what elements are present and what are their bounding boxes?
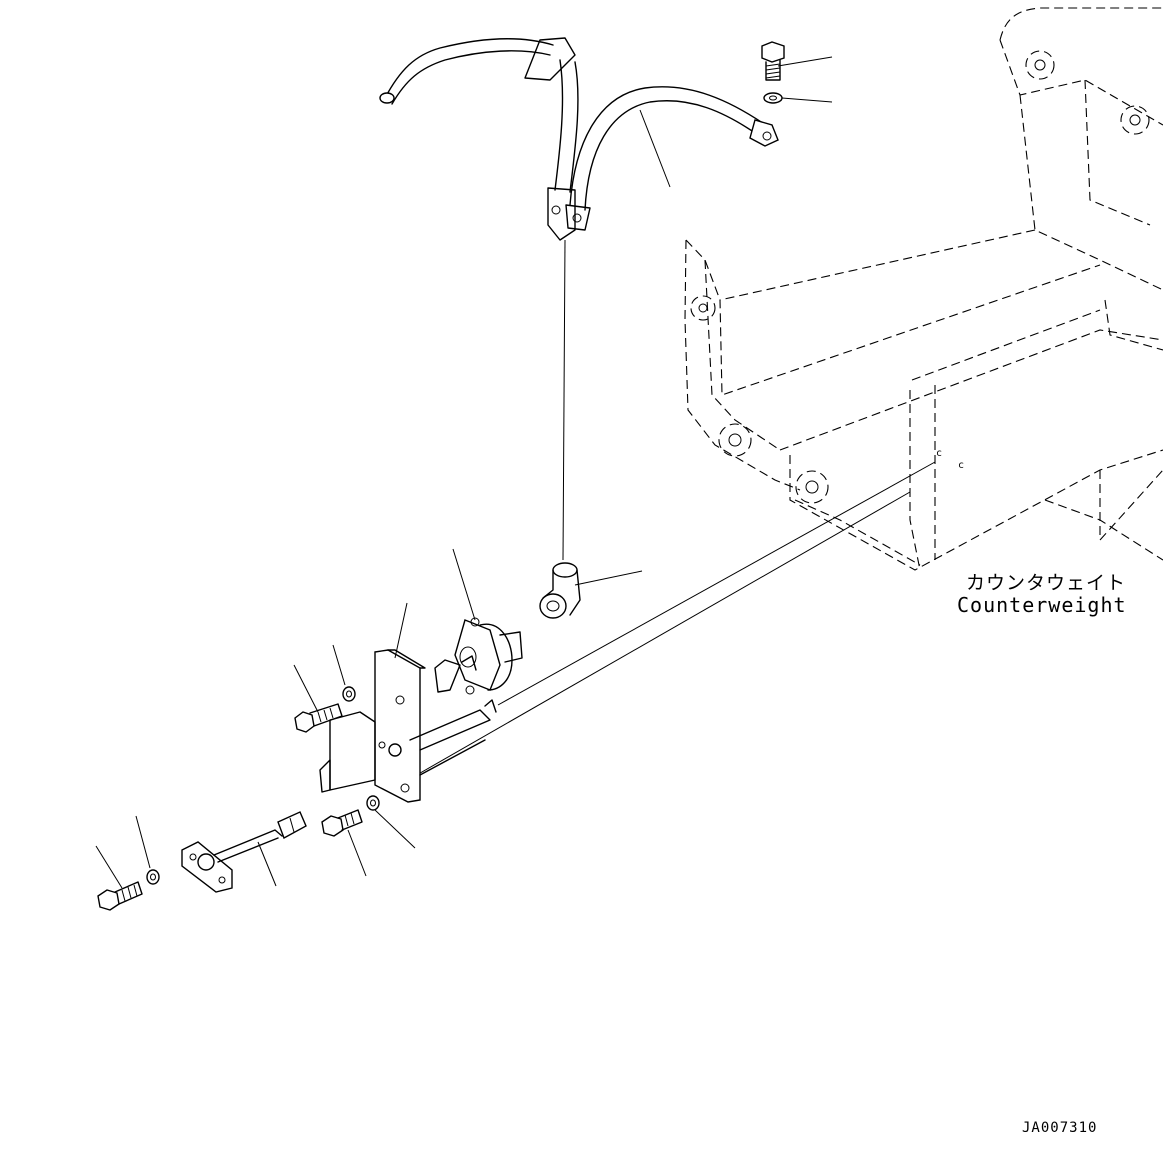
leader-lines — [95, 56, 833, 889]
washer-icon — [763, 92, 783, 104]
washer-icon — [146, 869, 160, 885]
alignment-lines — [407, 239, 936, 781]
hex-bolt-icon — [761, 41, 785, 81]
battery-cable-arc — [565, 86, 779, 231]
washer-icon — [366, 795, 380, 811]
svg-text:c: c — [958, 460, 964, 471]
svg-text:c: c — [936, 448, 942, 459]
wiring-harness-icon — [181, 811, 307, 893]
battery-relay-icon — [434, 617, 523, 695]
drawing-code: JA007310 — [1022, 1120, 1098, 1136]
bracket-icon — [319, 649, 497, 803]
counterweight-label-en: Counterweight — [957, 593, 1127, 617]
counterweight-outline: c c — [684, 7, 1163, 571]
battery-cable-upper — [379, 37, 579, 241]
hex-bolt-icon — [97, 881, 143, 911]
washer-icon — [342, 686, 356, 702]
hex-bolt-icon — [294, 703, 343, 733]
counterweight-label-jp: カウンタウェイト — [966, 572, 1127, 594]
terminal-boot-icon — [539, 562, 581, 619]
hex-bolt-icon — [321, 809, 363, 837]
